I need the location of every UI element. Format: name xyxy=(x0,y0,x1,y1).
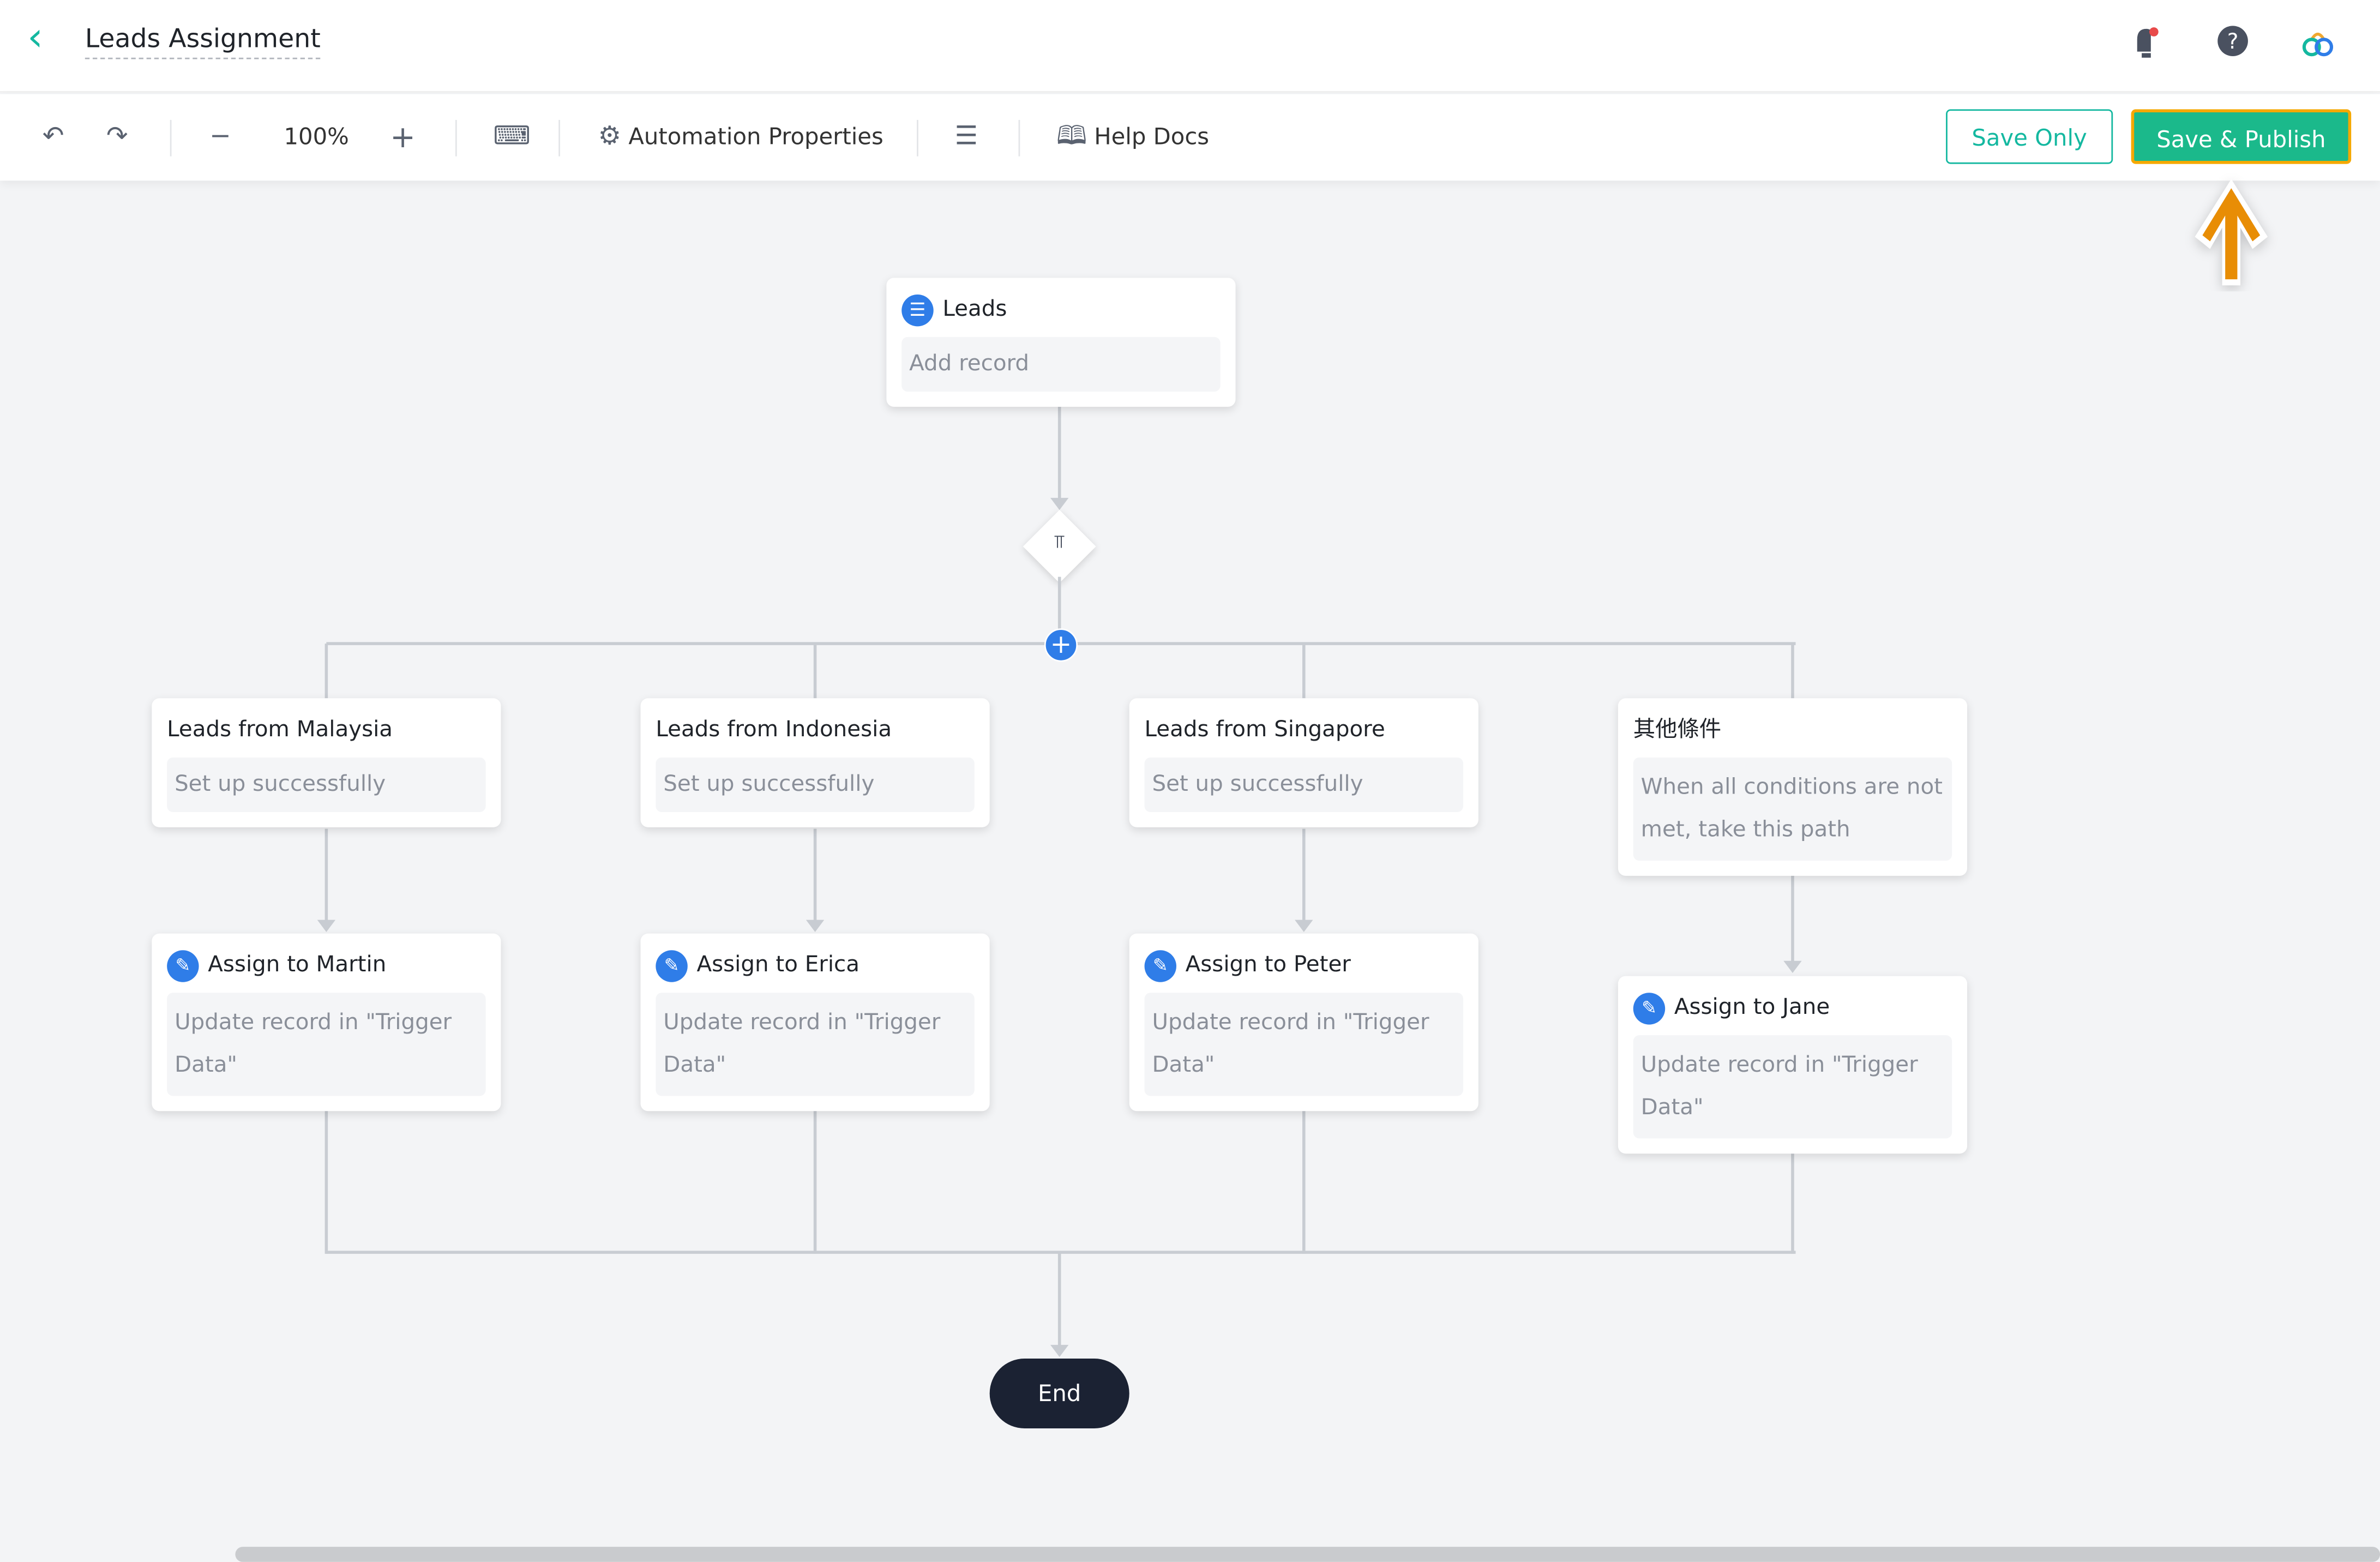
edit-icon: ✎ xyxy=(1633,992,1666,1024)
condition-title: Leads from Malaysia xyxy=(167,718,393,742)
condition-title: Leads from Singapore xyxy=(1144,718,1385,742)
connector xyxy=(1057,576,1061,644)
condition-title: 其他條件 xyxy=(1633,718,1722,742)
edit-icon: ✎ xyxy=(1144,949,1176,982)
trigger-title: Leads xyxy=(942,297,1007,322)
toolbar: ↶ ↷ − 100% + ⌨ ⚙ Automation Properties ☰… xyxy=(0,94,2380,181)
action-title: Assign to Erica xyxy=(696,953,860,978)
svg-text:?: ? xyxy=(2227,29,2239,54)
arrow-head xyxy=(1050,497,1069,510)
condition-title: Leads from Indonesia xyxy=(656,718,892,742)
end-node[interactable]: End xyxy=(989,1358,1129,1428)
condition-body: Set up successfully xyxy=(167,757,486,813)
divider xyxy=(170,119,172,157)
help-docs-label: Help Docs xyxy=(1094,123,1210,151)
action-title: Assign to Martin xyxy=(208,953,387,978)
gear-icon: ⚙ xyxy=(598,121,622,152)
automation-properties-button[interactable]: ⚙ Automation Properties xyxy=(598,94,884,181)
condition-card-otherwise[interactable]: 其他條件 When all conditions are not met, tak… xyxy=(1618,698,1968,876)
redo-icon[interactable]: ↷ xyxy=(106,121,128,152)
back-chevron-icon[interactable]: ‹ xyxy=(27,15,44,61)
branch-icon: ⫪ xyxy=(1054,531,1065,553)
help-icon[interactable]: ? xyxy=(2216,25,2249,58)
bell-icon[interactable] xyxy=(2131,25,2162,61)
log-icon[interactable]: ☰ xyxy=(954,121,978,152)
divider xyxy=(1018,119,1020,157)
keyboard-icon[interactable]: ⌨ xyxy=(493,121,531,152)
automation-properties-label: Automation Properties xyxy=(628,123,884,151)
edit-icon: ✎ xyxy=(167,949,199,982)
condition-body: Set up successfully xyxy=(656,757,975,813)
divider xyxy=(455,119,457,157)
help-docs-button[interactable]: 🕮 Help Docs xyxy=(1056,94,1209,181)
zoom-out-button[interactable]: − xyxy=(209,121,231,152)
connector xyxy=(1057,406,1061,501)
edit-icon: ✎ xyxy=(656,949,688,982)
trigger-card[interactable]: ☰ Leads Add record xyxy=(886,278,1236,407)
book-icon: 🕮 xyxy=(1056,121,1087,152)
highlight-arrow-icon xyxy=(2195,179,2268,286)
action-body: Update record in "Trigger Data" xyxy=(1633,1035,1952,1139)
save-only-button[interactable]: Save Only xyxy=(1946,109,2113,164)
horizontal-scrollbar[interactable] xyxy=(235,1547,2380,1562)
table-icon: ☰ xyxy=(901,293,934,326)
action-body: Update record in "Trigger Data" xyxy=(1144,993,1464,1096)
action-body: Update record in "Trigger Data" xyxy=(656,993,975,1096)
header: ‹ Leads Assignment ? xyxy=(0,0,2380,93)
trigger-body: Add record xyxy=(901,337,1221,392)
divider xyxy=(917,119,918,157)
add-branch-button[interactable]: + xyxy=(1044,628,1078,662)
divider xyxy=(558,119,561,157)
link-icon[interactable] xyxy=(2298,25,2337,61)
save-publish-button[interactable]: Save & Publish xyxy=(2131,109,2352,164)
condition-body: When all conditions are not met, take th… xyxy=(1633,757,1952,861)
action-body: Update record in "Trigger Data" xyxy=(167,993,486,1096)
page-title[interactable]: Leads Assignment xyxy=(85,25,321,59)
zoom-level: 100% xyxy=(284,123,349,151)
condition-body: Set up successfully xyxy=(1144,757,1464,813)
action-title: Assign to Peter xyxy=(1185,953,1351,978)
zoom-in-button[interactable]: + xyxy=(390,118,416,155)
undo-icon[interactable]: ↶ xyxy=(42,121,64,152)
action-title: Assign to Jane xyxy=(1674,995,1830,1020)
